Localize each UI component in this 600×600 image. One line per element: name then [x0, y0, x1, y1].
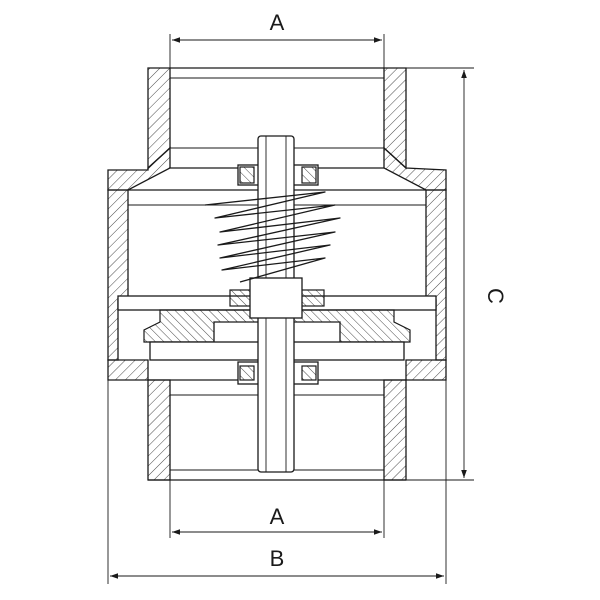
dimension-label-c: C — [483, 288, 508, 304]
valve-stem — [249, 135, 303, 473]
right-body-section — [383, 67, 447, 481]
dimension-a-top: A — [169, 10, 385, 68]
dimension-c: C — [406, 67, 508, 481]
dimension-label-a-bottom: A — [270, 504, 285, 529]
dimension-b: B — [107, 380, 447, 584]
dimension-a-bottom: A — [169, 480, 385, 538]
spring — [204, 191, 341, 283]
dimension-label-a-top: A — [270, 10, 285, 35]
dimension-label-b: B — [270, 546, 285, 571]
left-body-section — [107, 67, 171, 481]
